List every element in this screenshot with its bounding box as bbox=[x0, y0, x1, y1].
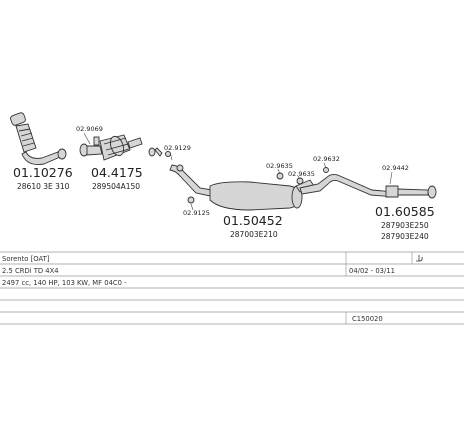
front-pipe-drawing bbox=[10, 112, 67, 165]
hw-front-gasket: 02.9069 bbox=[76, 125, 103, 133]
part-number-front-pipe: 01.10276 bbox=[13, 165, 73, 180]
vehicle-date-range: 04/02 - 03/11 bbox=[349, 267, 395, 275]
hw-rear-c: 02.9632 bbox=[313, 155, 340, 163]
leader-front-gasket bbox=[83, 132, 91, 145]
vehicle-engine: 2.5 CRDi TD 4X4 bbox=[2, 267, 59, 275]
vehicle-info-table bbox=[0, 251, 464, 325]
vehicle-specs: 2497 cc, 140 HP, 103 KW, MF 04C0 - bbox=[2, 279, 127, 287]
part-code-rear-silencer-2: 287903E240 bbox=[381, 232, 429, 241]
hw-rear-a: 02.9635 bbox=[266, 162, 293, 170]
leader-mid-lower bbox=[190, 203, 194, 211]
hw-mid-lower: 02.9125 bbox=[183, 209, 210, 217]
hw-rear-b: 02.9635 bbox=[288, 170, 315, 178]
part-number-middle-silencer: 01.50452 bbox=[223, 213, 283, 228]
hw-tail: 02.9442 bbox=[382, 164, 409, 172]
hw-mid-upper: 02.9129 bbox=[164, 144, 191, 152]
part-code-middle-silencer: 287003E210 bbox=[230, 230, 278, 239]
leader-rear-c bbox=[323, 162, 327, 169]
part-code-rear-silencer-1: 287903E250 bbox=[381, 221, 429, 230]
leader-mid-upper bbox=[169, 151, 173, 161]
info-icon bbox=[416, 255, 423, 262]
middle-section-drawing bbox=[148, 147, 315, 211]
catalytic-converter-drawing bbox=[79, 134, 143, 161]
leader-rear-a bbox=[277, 168, 281, 175]
part-code-catalyst: 289504A150 bbox=[92, 182, 140, 191]
catalog-code: C150020 bbox=[352, 315, 383, 323]
part-number-rear-silencer: 01.60585 bbox=[375, 204, 435, 219]
leader-rear-b bbox=[297, 175, 301, 180]
leader-tail bbox=[389, 171, 393, 185]
rear-section-drawing bbox=[276, 167, 437, 199]
part-code-front-pipe: 28610 3E 310 bbox=[17, 182, 70, 191]
vehicle-model: Sorento [OAT] bbox=[2, 255, 50, 263]
part-number-catalyst: 04.4175 bbox=[91, 165, 143, 180]
